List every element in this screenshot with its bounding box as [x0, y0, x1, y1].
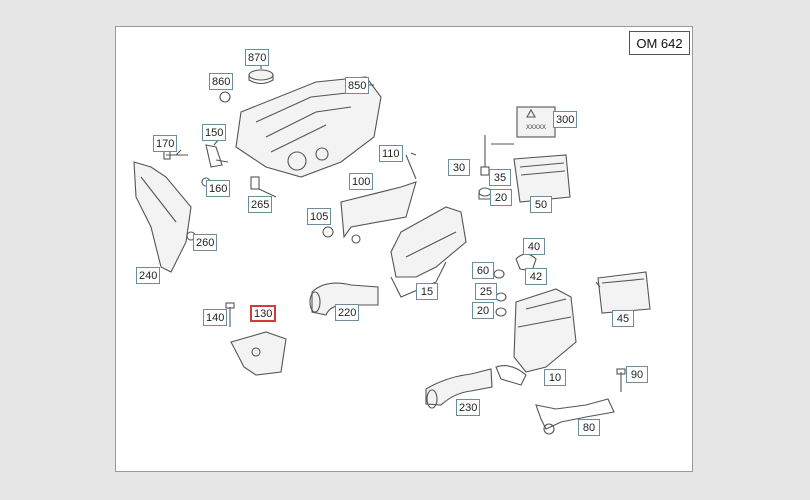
callout-80[interactable]: 80 — [578, 419, 600, 436]
callout-170[interactable]: 170 — [153, 135, 178, 152]
callout-45[interactable]: 45 — [612, 310, 634, 327]
callout-265[interactable]: 265 — [248, 196, 273, 213]
callout-10[interactable]: 10 — [544, 369, 566, 386]
callout-230[interactable]: 230 — [456, 399, 481, 416]
callout-35[interactable]: 35 — [489, 169, 511, 186]
callout-100[interactable]: 100 — [349, 173, 374, 190]
callout-20-upper[interactable]: 20 — [490, 189, 512, 206]
callout-20-lower[interactable]: 20 — [472, 302, 494, 319]
callout-140[interactable]: 140 — [203, 309, 228, 326]
callout-260[interactable]: 260 — [193, 234, 218, 251]
callout-50[interactable]: 50 — [530, 196, 552, 213]
callout-15[interactable]: 15 — [416, 283, 438, 300]
callout-300[interactable]: 300 — [553, 111, 578, 128]
callout-870[interactable]: 870 — [245, 49, 270, 66]
callout-850[interactable]: 850 — [345, 77, 370, 94]
callout-220[interactable]: 220 — [335, 304, 360, 321]
callout-240[interactable]: 240 — [136, 267, 161, 284]
callout-105[interactable]: 105 — [307, 208, 332, 225]
callout-40[interactable]: 40 — [523, 238, 545, 255]
decal-text: XXXXX — [526, 125, 546, 131]
callout-130[interactable]: 130 — [250, 305, 277, 322]
parts-illustration: XXXXX — [133, 62, 651, 435]
callout-110[interactable]: 110 — [379, 145, 403, 162]
model-code-label: OM 642 — [629, 31, 690, 55]
engine-cover-drawing — [235, 76, 382, 178]
callout-90[interactable]: 90 — [626, 366, 648, 383]
callout-160[interactable]: 160 — [206, 180, 231, 197]
callout-860[interactable]: 860 — [209, 73, 234, 90]
callout-30[interactable]: 30 — [448, 159, 470, 176]
diagram-sheet: XXXXX — [115, 26, 693, 472]
callout-60[interactable]: 60 — [472, 262, 494, 279]
callout-25[interactable]: 25 — [475, 283, 497, 300]
callout-150[interactable]: 150 — [202, 124, 227, 141]
callout-42[interactable]: 42 — [525, 268, 547, 285]
